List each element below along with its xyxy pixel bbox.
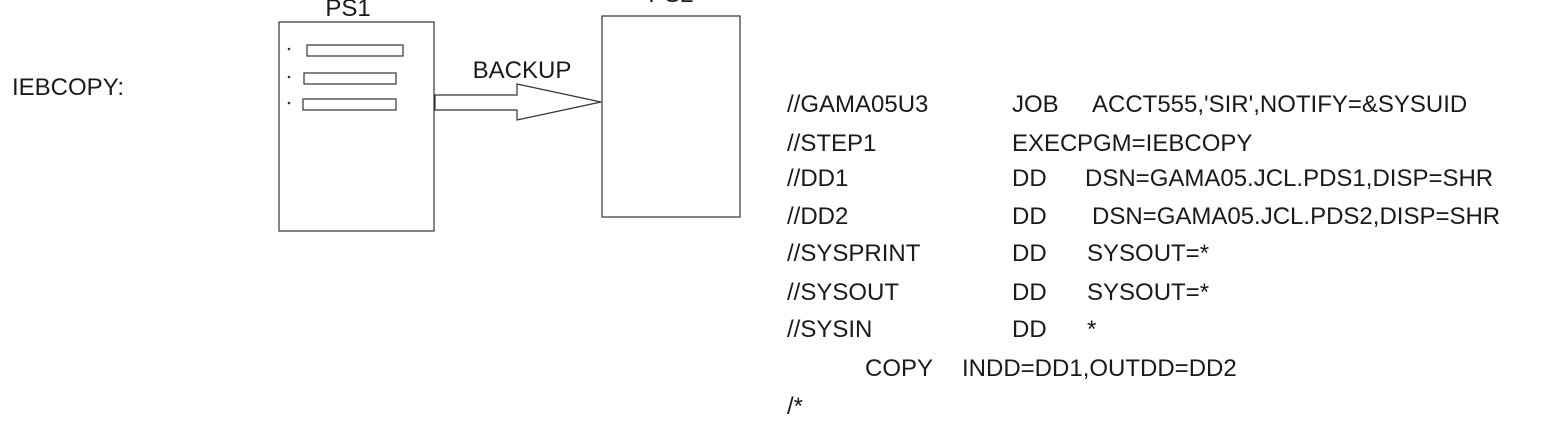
jcl-line-operand: * — [1087, 316, 1097, 343]
jcl-line-name: //SYSIN — [787, 316, 873, 343]
jcl-line-name: //STEP1 — [787, 130, 877, 157]
source-dataset-box — [278, 21, 435, 232]
source-record-lines — [287, 44, 404, 111]
jcl-line-op: DD — [1012, 165, 1047, 192]
target-dataset-box — [601, 15, 741, 218]
jcl-line-op: DD — [1012, 279, 1047, 306]
jcl-line-operand: DSN=GAMA05.JCL.PDS1,DISP=SHR — [1085, 165, 1494, 192]
jcl-line-op: DD — [1012, 240, 1047, 267]
jcl-line-operand: ACCT555,'SIR',NOTIFY=&SYSUID — [1092, 91, 1468, 118]
backup-arrow — [434, 83, 602, 121]
record-line — [306, 44, 404, 57]
jcl-delimiter: /* — [787, 393, 804, 420]
record-bullet — [287, 75, 291, 79]
control-statement-op: COPY — [865, 355, 934, 382]
record-bullet — [287, 101, 291, 105]
jcl-line-operand: SYSOUT=* — [1087, 279, 1210, 306]
utility-label: IEBCOPY: — [12, 74, 125, 101]
jcl-line-op: JOB — [1012, 91, 1059, 118]
jcl-line-operand: SYSOUT=* — [1087, 240, 1210, 267]
source-box-label: PS1 — [325, 0, 370, 22]
jcl-line-op: DD — [1012, 316, 1047, 343]
record-line — [302, 98, 397, 111]
jcl-line-name: //SYSOUT — [787, 279, 900, 306]
jcl-line-name: //GAMA05U3 — [787, 91, 929, 118]
arrow-label: BACKUP — [473, 57, 572, 84]
control-statement-operand: INDD=DD1,OUTDD=DD2 — [962, 355, 1237, 382]
jcl-line-name: //SYSPRINT — [787, 240, 921, 267]
jcl-line-operand: PGM=IEBCOPY — [1077, 130, 1253, 157]
jcl-line-op: EXEC — [1012, 130, 1078, 157]
record-bullet — [287, 47, 291, 51]
jcl-line-operand: DSN=GAMA05.JCL.PDS2,DISP=SHR — [1092, 203, 1501, 230]
target-box-label: PS2 — [648, 0, 693, 8]
record-line — [303, 72, 397, 85]
jcl-line-name: //DD1 — [787, 165, 849, 192]
jcl-line-op: DD — [1012, 203, 1047, 230]
jcl-line-name: //DD2 — [787, 203, 849, 230]
